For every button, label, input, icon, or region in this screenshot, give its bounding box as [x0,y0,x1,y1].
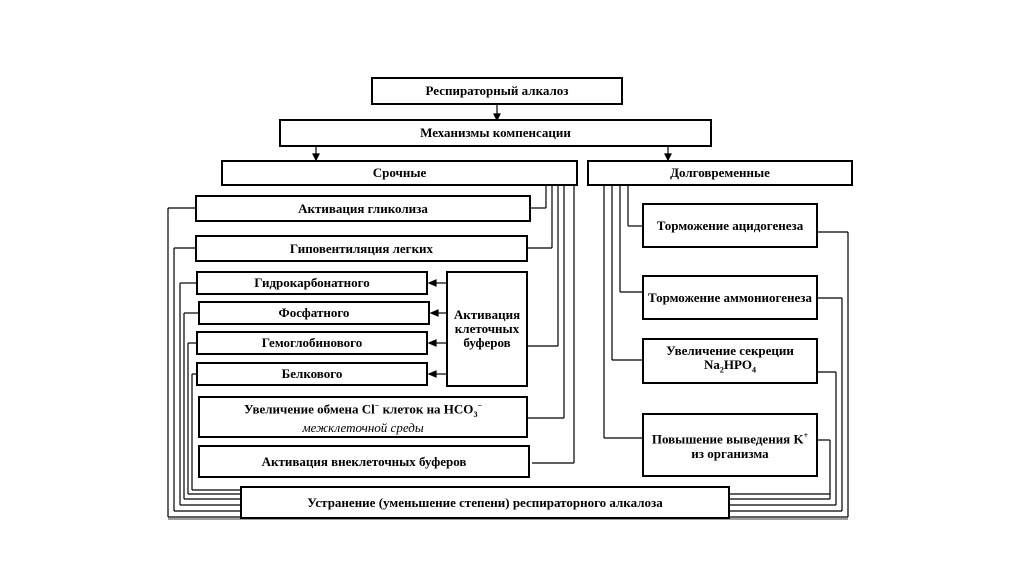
hco-charge: − [477,400,482,410]
extracellular-buffers-box: Активация внеклеточных буферов [198,445,530,478]
secretion-line-2: Na2HPO4 [704,358,756,378]
protein-buffer-box: Белкового [196,362,428,386]
secretion-box: Увеличение секреции Na2HPO4 [642,338,818,384]
potassium-charge: + [803,431,809,441]
secretion-sub-2: 2 [719,365,724,375]
secretion-na: Na [703,357,720,373]
phosphate-buffer-box: Фосфатного [198,301,430,325]
secretion-line-1: Увеличение секреции [666,343,794,359]
potassium-excretion-box: Повышение выведения K+ из организма [642,413,818,477]
cl-exchange-line-1: Увеличение обмена Cl− клеток на HCO3− [244,399,482,422]
hemoglobin-buffer-box: Гемоглобинового [196,331,428,355]
respiratory-alkalosis-box: Респираторный алкалоз [371,77,623,105]
potassium-line-1: Повышение выведения K+ [652,429,808,446]
ammoniogenesis-box: Торможение аммониогенеза [642,275,818,320]
potassium-line-2: из организма [691,445,769,461]
urgent-box: Срочные [221,160,578,186]
potassium-text: Повышение выведения K [651,431,804,447]
cl-exchange-mid: клеток на HCO [379,400,474,416]
secretion-sub-4: 4 [752,365,757,375]
cl-exchange-line-2: межклеточной среды [302,420,424,436]
cl-exchange-box: Увеличение обмена Cl− клеток на HCO3− ме… [198,396,528,438]
acidogenesis-box: Торможение ацидогенеза [642,203,818,248]
glycolysis-box: Активация гликолиза [195,195,531,222]
hco-subscript: 3 [473,409,478,419]
bicarbonate-buffer-box: Гидрокарбонатного [196,271,428,295]
cl-exchange-text: Увеличение обмена Cl [243,400,375,416]
long-term-box: Долговременные [587,160,853,186]
secretion-hpo: HPO [723,357,753,373]
elimination-box: Устранение (уменьшение степени) респират… [240,486,730,519]
hypoventilation-box: Гиповентиляция легких [195,235,528,262]
cl-charge: − [374,400,380,410]
compensation-mechanisms-box: Механизмы компенсации [279,119,712,147]
cell-buffers-activation-box: Активация клеточных буферов [446,271,528,387]
